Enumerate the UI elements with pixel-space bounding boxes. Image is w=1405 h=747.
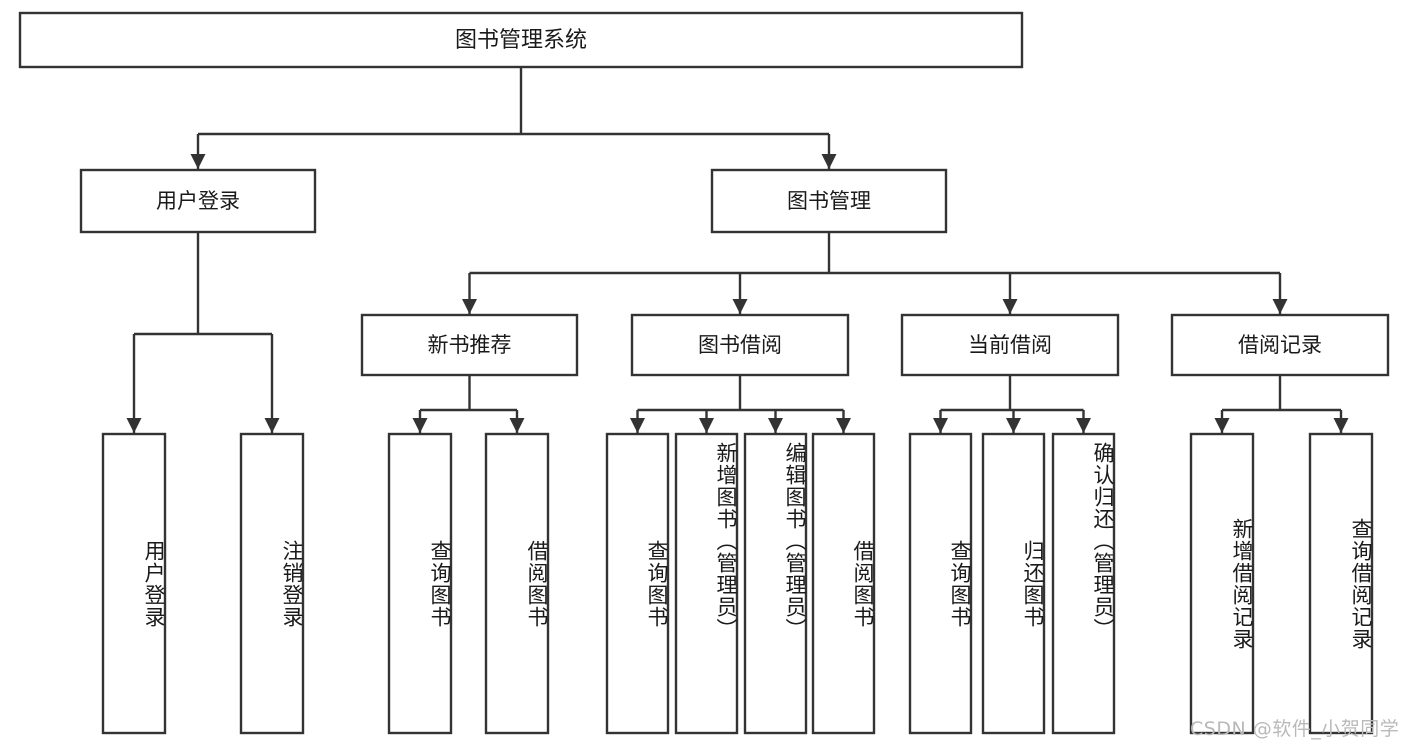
node-label-new-book-recommend: 新书推荐 — [428, 333, 512, 357]
csdn-watermark: CSDN @软件_小贺同学 — [1190, 718, 1400, 740]
node-leaf-borrow-query-book[interactable] — [605, 432, 670, 735]
node-box-root[interactable] — [18, 11, 1024, 69]
arrow-head-icon — [1002, 299, 1018, 314]
node-box-leaf-current-query-book[interactable] — [908, 432, 973, 735]
arrow-head-icon — [821, 154, 837, 169]
node-leaf-rec-query-book[interactable] — [387, 432, 453, 735]
arrow-head-icon — [699, 418, 714, 433]
node-box-borrow-record[interactable] — [1170, 313, 1390, 377]
node-box-book-manage[interactable] — [710, 168, 948, 234]
node-box-leaf-borrow-add-book[interactable] — [674, 432, 739, 735]
arrow-head-icon — [1006, 418, 1021, 433]
node-borrow-record[interactable]: 借阅记录 — [1170, 313, 1390, 377]
node-box-leaf-borrow-edit-book[interactable] — [743, 432, 808, 735]
node-leaf-user-logout[interactable] — [239, 432, 305, 735]
node-leaf-current-confirm-return[interactable] — [1051, 432, 1116, 735]
node-label-current-borrow: 当前借阅 — [968, 333, 1052, 357]
arrow-head-icon — [836, 418, 851, 433]
arrow-head-icon — [126, 418, 142, 433]
node-leaf-borrow-borrow-book[interactable] — [811, 432, 876, 735]
node-label-book-borrow: 图书借阅 — [698, 333, 782, 357]
node-box-leaf-rec-borrow-book[interactable] — [484, 432, 550, 735]
node-leaf-current-return-book[interactable] — [981, 432, 1046, 735]
node-box-leaf-rec-query-book[interactable] — [387, 432, 453, 735]
node-box-user-login[interactable] — [79, 168, 317, 234]
arrow-head-icon — [630, 418, 645, 433]
arrow-head-icon — [1214, 418, 1230, 433]
node-box-book-borrow[interactable] — [630, 313, 850, 377]
node-leaf-rec-borrow-book[interactable] — [484, 432, 550, 735]
node-current-borrow[interactable]: 当前借阅 — [900, 313, 1120, 377]
arrow-head-icon — [509, 418, 525, 433]
arrow-head-icon — [732, 299, 748, 314]
arrow-head-icon — [1076, 418, 1091, 433]
arrow-head-icon — [412, 418, 428, 433]
node-book-manage[interactable]: 图书管理 — [710, 168, 948, 234]
node-label-borrow-record: 借阅记录 — [1238, 333, 1322, 357]
node-label-root: 图书管理系统 — [455, 28, 587, 53]
node-label-book-manage: 图书管理 — [787, 189, 871, 213]
node-box-leaf-borrow-borrow-book[interactable] — [811, 432, 876, 735]
arrow-head-icon — [1333, 418, 1349, 433]
node-book-borrow[interactable]: 图书借阅 — [630, 313, 850, 377]
node-box-leaf-current-confirm-return[interactable] — [1051, 432, 1116, 735]
node-label-user-login: 用户登录 — [156, 189, 240, 213]
arrow-head-icon — [190, 154, 206, 169]
node-root[interactable]: 图书管理系统 — [18, 11, 1024, 69]
node-box-leaf-user-login[interactable] — [101, 432, 167, 735]
node-leaf-borrow-edit-book[interactable] — [743, 432, 808, 735]
arrow-head-icon — [933, 418, 948, 433]
node-new-book-recommend[interactable]: 新书推荐 — [360, 313, 579, 377]
node-leaf-record-add[interactable] — [1189, 432, 1255, 735]
node-box-leaf-current-return-book[interactable] — [981, 432, 1046, 735]
connectors-layer — [126, 67, 1349, 433]
node-box-leaf-user-logout[interactable] — [239, 432, 305, 735]
node-leaf-user-login[interactable] — [101, 432, 167, 735]
node-leaf-record-query[interactable] — [1308, 432, 1374, 735]
node-box-leaf-borrow-query-book[interactable] — [605, 432, 670, 735]
node-leaf-current-query-book[interactable] — [908, 432, 973, 735]
arrow-head-icon — [264, 418, 280, 433]
node-box-leaf-record-add[interactable] — [1189, 432, 1255, 735]
arrow-head-icon — [768, 418, 783, 433]
node-box-leaf-record-query[interactable] — [1308, 432, 1374, 735]
node-box-current-borrow[interactable] — [900, 313, 1120, 377]
node-user-login[interactable]: 用户登录 — [79, 168, 317, 234]
node-box-new-book-recommend[interactable] — [360, 313, 579, 377]
arrow-head-icon — [462, 299, 477, 314]
node-leaf-borrow-add-book[interactable] — [674, 432, 739, 735]
arrow-head-icon — [1272, 299, 1288, 314]
